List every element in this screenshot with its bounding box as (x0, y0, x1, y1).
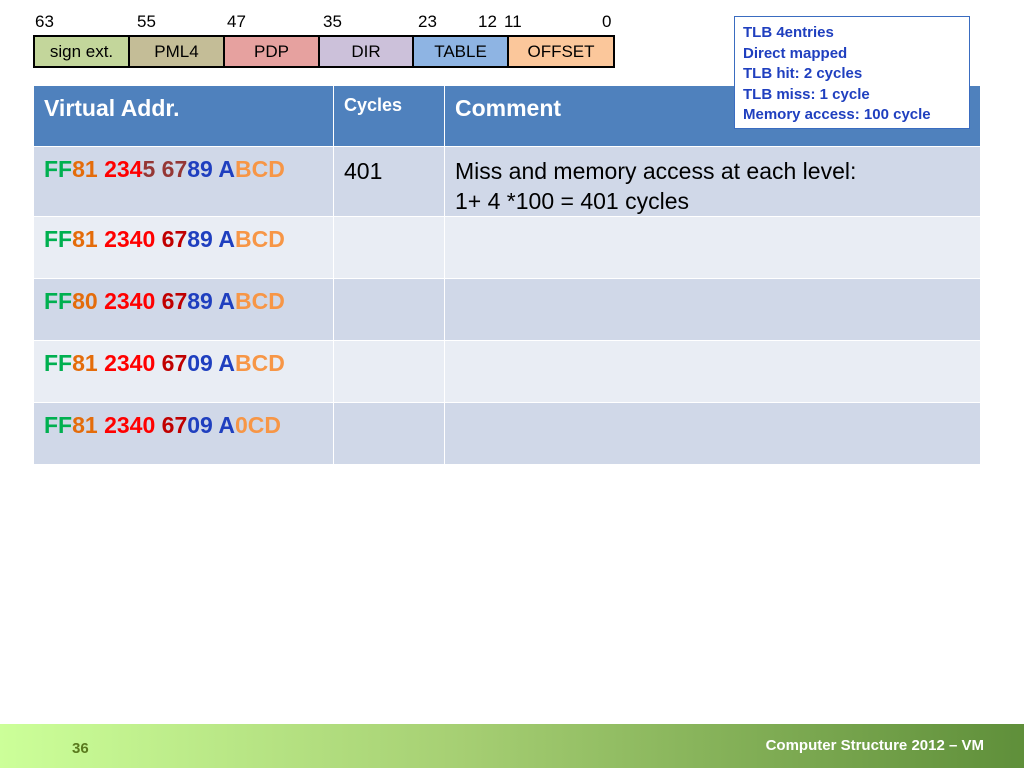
virtual-address: FF81 2340 6789 ABCD (44, 226, 285, 252)
address-segment: FF (44, 226, 73, 252)
field-label: PML4 (154, 41, 199, 61)
address-segment: BCD (234, 156, 285, 182)
bit-number-63: 63 (35, 12, 54, 31)
field-dir: DIR (320, 37, 414, 66)
cell-comment (444, 278, 981, 341)
virtual-address: FF80 2340 6789 ABCD (44, 288, 285, 314)
virtual-address: FF81 2345 6789 ABCD (44, 156, 285, 182)
cell-comment (444, 216, 981, 279)
address-segment: 67 (161, 412, 188, 438)
address-segment: A (218, 350, 235, 376)
header-cycles: Cycles (333, 85, 445, 147)
comment-line: 1+ 4 *100 = 401 cycles (455, 188, 689, 214)
address-segment: 81 (72, 226, 105, 252)
bit-number-35: 35 (323, 12, 342, 31)
address-segment: 0CD (235, 412, 282, 438)
field-pml4: PML4 (130, 37, 225, 66)
bit-number-12: 12 (478, 12, 497, 31)
address-segment: BCD (235, 226, 285, 252)
table-row: FF80 2340 6789 ABCD (33, 278, 981, 341)
address-segment: FF (44, 288, 73, 314)
address-segment: A (218, 288, 235, 314)
tlb-info-box: TLB 4entries Direct mapped TLB hit: 2 cy… (734, 16, 970, 129)
address-segment: 09 (187, 412, 219, 438)
cell-comment (444, 340, 981, 403)
address-segment: 81 (72, 412, 105, 438)
address-segment: FF (44, 156, 73, 182)
address-segment: 2340 (104, 288, 162, 314)
field-label: PDP (254, 41, 289, 61)
address-segment: A (218, 226, 235, 252)
field-label: DIR (351, 41, 381, 61)
address-segment: 67 (161, 288, 188, 314)
address-segment: BCD (235, 288, 285, 314)
bit-number-47: 47 (227, 12, 246, 31)
bit-number-0: 0 (602, 12, 612, 31)
slide-footer: 36 Computer Structure 2012 – VM (0, 724, 1024, 768)
address-segment: 81 (72, 350, 105, 376)
cell-virtual-addr: FF81 2345 6789 ABCD (33, 146, 334, 217)
address-segment: 80 (72, 288, 105, 314)
tlb-entries-text: TLB 4entries (743, 24, 834, 41)
address-bit-fields: sign ext. PML4 PDP DIR TABLE OFFSET (33, 35, 615, 68)
tlb-miss-text: TLB miss: 1 cycle (743, 85, 870, 103)
cell-cycles (333, 216, 445, 279)
table-row: FF81 2340 6709 A0CD (33, 402, 981, 465)
address-segment: 89 (187, 226, 219, 252)
address-segment: 81 (72, 156, 105, 182)
address-segment: 2340 (104, 226, 162, 252)
address-segment: FF (44, 350, 73, 376)
bit-number-23: 23 (418, 12, 437, 31)
cell-virtual-addr: FF81 2340 6709 ABCD (33, 340, 334, 403)
address-segment: FF (44, 412, 73, 438)
address-segment: 2340 (104, 412, 162, 438)
field-label: OFFSET (527, 41, 595, 61)
cell-virtual-addr: FF81 2340 6789 ABCD (33, 216, 334, 279)
address-segment: 09 (187, 350, 219, 376)
table-row: FF81 2340 6789 ABCD (33, 216, 981, 279)
cell-cycles (333, 278, 445, 341)
address-segment: A (218, 412, 235, 438)
cell-virtual-addr: FF80 2340 6789 ABCD (33, 278, 334, 341)
address-translation-table: Virtual Addr. Cycles Comment FF81 2345 6… (33, 85, 981, 465)
field-offset: OFFSET (509, 37, 613, 66)
address-segment: A (218, 156, 235, 182)
cell-comment (444, 402, 981, 465)
cell-virtual-addr: FF81 2340 6709 A0CD (33, 402, 334, 465)
virtual-address: FF81 2340 6709 ABCD (44, 350, 285, 376)
address-segment: 67 (161, 226, 188, 252)
memory-access-text: Memory access: 100 cycle (743, 106, 931, 123)
address-segment: 234 (104, 156, 143, 182)
cell-comment: Miss and memory access at each level: 1+ … (444, 146, 981, 217)
address-segment: 5 67 (142, 156, 188, 182)
address-segment: 89 (187, 288, 219, 314)
table-row: FF81 2340 6709 ABCD (33, 340, 981, 403)
address-segment: 2340 (104, 350, 162, 376)
address-segment: 89 (187, 156, 219, 182)
tlb-hit-text: TLB hit: 2 cycles (743, 65, 863, 82)
cycles-value: 401 (344, 158, 383, 184)
field-label: TABLE (434, 41, 487, 61)
field-pdp: PDP (225, 37, 320, 66)
bit-number-11: 11 (504, 12, 522, 31)
page-number: 36 (72, 740, 89, 757)
cell-cycles (333, 340, 445, 403)
tlb-mapping-text: Direct mapped (743, 44, 848, 62)
field-label: sign ext. (49, 41, 114, 61)
address-segment: 67 (161, 350, 188, 376)
comment-line: Miss and memory access at each level: (455, 158, 857, 184)
footer-title: Computer Structure 2012 – VM (765, 737, 984, 754)
cell-cycles (333, 402, 445, 465)
virtual-address: FF81 2340 6709 A0CD (44, 412, 281, 438)
header-virtual-addr: Virtual Addr. (33, 85, 334, 147)
field-table: TABLE (414, 37, 509, 66)
cell-cycles: 401 (333, 146, 445, 217)
address-segment: BCD (235, 350, 285, 376)
field-sign-ext: sign ext. (35, 37, 130, 66)
table-row: FF81 2345 6789 ABCD 401 Miss and memory ac… (33, 146, 981, 217)
bit-number-55: 55 (137, 12, 156, 31)
